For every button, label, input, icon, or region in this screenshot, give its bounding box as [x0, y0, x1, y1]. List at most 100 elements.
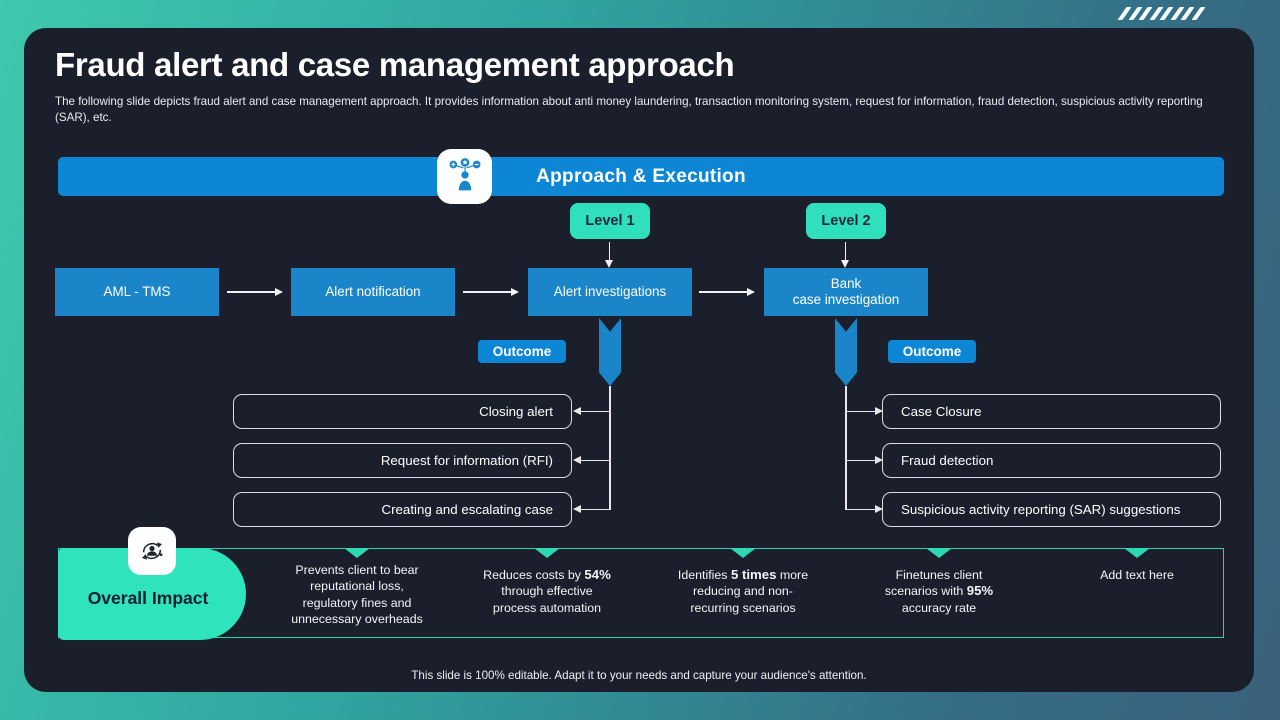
overall-impact-strip: Overall Impact — [58, 527, 1227, 640]
connector-line — [608, 242, 611, 261]
arrowhead — [875, 456, 883, 464]
flow-step-label: case investigation — [792, 292, 900, 307]
right-arrow-connector — [846, 407, 883, 416]
impact-text-line: unnecessary overheads — [272, 611, 442, 627]
impact-text-fragment: Prevents client to bear — [295, 563, 419, 577]
impact-text-fragment: regulatory fines and — [302, 595, 412, 610]
impact-marker-triangle — [730, 548, 756, 558]
outcome-label: Request for information (RFI) — [380, 453, 553, 468]
outcome-label: Case Closure — [901, 404, 982, 419]
connector-line — [609, 386, 611, 510]
impact-item-placeholder: Add text here — [1047, 567, 1227, 583]
down-ribbon-arrow-right — [835, 318, 857, 386]
connector-line — [580, 410, 610, 413]
outcome-label: Suspicious activity reporting (SAR) sugg… — [901, 502, 1181, 517]
impact-text-line: reputational loss, — [272, 578, 442, 594]
approach-execution-banner: Approach & Execution — [58, 157, 1224, 196]
impact-highlight: 54% — [584, 567, 611, 582]
people-management-glyph — [449, 157, 480, 190]
flow-step-alert-notification: Alert notification — [291, 268, 455, 316]
arrowhead — [875, 407, 883, 415]
arrowhead — [605, 260, 613, 268]
customer-cycle-icon — [128, 527, 176, 575]
arrowhead — [573, 407, 581, 415]
impact-text-line: Reduces costs by 54% — [457, 567, 637, 583]
level-1-down-arrow — [605, 242, 614, 268]
impact-text-line: Identifies 5 times more — [653, 567, 833, 583]
impact-item-reputational: Prevents client to bear reputational los… — [272, 562, 442, 628]
level-2-badge: Level 2 — [806, 203, 886, 239]
left-arrow-connector — [573, 407, 610, 416]
connector-line — [580, 459, 610, 462]
impact-text-line: accuracy rate — [849, 600, 1029, 616]
right-arrow-connector — [846, 456, 883, 465]
slide-card: Fraud alert and case management approach… — [24, 28, 1254, 692]
outcome-label: Closing alert — [479, 404, 553, 419]
arrowhead — [573, 456, 581, 464]
impact-marker-triangle — [534, 548, 560, 558]
impact-text-line: recurring scenarios — [653, 600, 833, 616]
connector-line — [699, 291, 748, 293]
flow-step-label: Bank — [830, 276, 862, 291]
impact-highlight: 95% — [966, 583, 994, 599]
impact-text-line: Prevents client to bear — [272, 562, 442, 578]
impact-text-line: Finetunes client — [849, 567, 1029, 583]
outcome-case-closure: Case Closure — [882, 394, 1221, 429]
impact-marker-triangle — [344, 548, 370, 558]
impact-title: Overall Impact — [87, 588, 209, 608]
right-arrow-connector — [846, 505, 883, 514]
flow-step-alert-investigations: Alert investigations — [528, 268, 692, 316]
impact-highlight: 5 times — [730, 567, 777, 582]
slash-mark — [1190, 7, 1205, 20]
connector-line — [580, 508, 610, 511]
impact-text-fragment: recurring scenarios — [690, 600, 796, 615]
impact-text-line: scenarios with 95% — [849, 583, 1029, 599]
outcome-badge-left: Outcome — [478, 340, 566, 363]
page-subtitle: The following slide depicts fraud alert … — [55, 95, 1203, 124]
page-title: Fraud alert and case management approach — [55, 46, 735, 83]
outcome-sar-suggestions: Suspicious activity reporting (SAR) sugg… — [882, 492, 1221, 527]
outcome-label: Fraud detection — [901, 453, 994, 468]
impact-text-fragment: unnecessary overheads — [291, 612, 423, 627]
impact-text-fragment: Reduces costs by — [483, 568, 585, 582]
outcome-badge-right: Outcome — [888, 340, 976, 363]
footer-note: This slide is 100% editable. Adapt it to… — [411, 669, 867, 682]
banner-label: Approach & Execution — [536, 165, 746, 187]
connector-line — [846, 410, 876, 413]
flow-right-arrow — [463, 287, 519, 297]
impact-text-fragment: Identifies — [677, 568, 731, 582]
people-management-icon — [437, 149, 492, 204]
impact-text-fragment: Finetunes client — [895, 568, 983, 582]
flow-step-label: Alert investigations — [553, 284, 667, 299]
impact-text-fragment: through effective — [501, 584, 593, 599]
arrowhead — [573, 505, 581, 513]
flow-step-label: Alert notification — [325, 284, 421, 299]
impact-text-line: through effective — [457, 583, 637, 599]
decorative-slashes — [1117, 7, 1205, 20]
arrowhead — [511, 287, 519, 296]
impact-item-accuracy: Finetunes client scenarios with 95% accu… — [849, 567, 1029, 616]
impact-text-fragment: more — [776, 568, 809, 582]
connector-line — [227, 291, 276, 293]
impact-marker-triangle — [1124, 548, 1150, 558]
down-ribbon-arrow-left — [599, 318, 621, 386]
arrowhead — [275, 287, 283, 296]
flow-step-label: AML - TMS — [103, 284, 171, 299]
connector-line — [463, 291, 512, 293]
impact-text-line: Add text here — [1047, 567, 1227, 583]
arrowhead — [875, 505, 883, 513]
outcome-label: Creating and escalating case — [381, 502, 554, 517]
impact-item-cost-reduction: Reduces costs by 54% through effective p… — [457, 567, 637, 616]
outcome-creating-escalating-case: Creating and escalating case — [233, 492, 572, 527]
impact-text-fragment: accuracy rate — [901, 600, 977, 615]
impact-text-fragment: Add text here — [1100, 568, 1174, 582]
connector-line — [845, 386, 847, 510]
left-arrow-connector — [573, 505, 610, 514]
outcome-fraud-detection: Fraud detection — [882, 443, 1221, 478]
outcome-closing-alert: Closing alert — [233, 394, 572, 429]
customer-cycle-glyph — [142, 542, 163, 560]
flow-right-arrow — [699, 287, 755, 297]
connector-line — [846, 459, 876, 462]
impact-text-fragment: scenarios with — [884, 584, 967, 599]
